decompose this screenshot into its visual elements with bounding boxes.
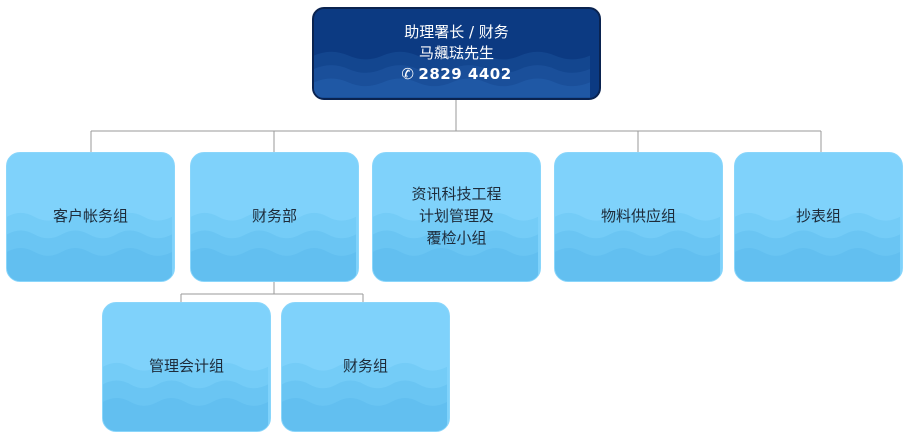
head-box: 助理署长 / 财务 马飆琺先生 ✆2829 4402 (312, 7, 601, 100)
unit-label: 资讯科技工程 计划管理及 覆检小组 (411, 184, 501, 249)
unit-box-customer-accounts: 客户帐务组 (6, 152, 175, 282)
head-phone-line: ✆2829 4402 (401, 64, 511, 85)
phone-icon: ✆ (401, 65, 415, 84)
wave-decoration (282, 362, 448, 431)
unit-box-meter-reading: 抄表组 (734, 152, 903, 282)
wave-decoration (373, 212, 539, 281)
wave-decoration (555, 212, 721, 281)
head-wave-decoration (314, 52, 591, 98)
unit-box-it-projects: 资讯科技工程 计划管理及 覆检小组 (372, 152, 541, 282)
subunit-box-management-accounting: 管理会计组 (102, 302, 271, 432)
unit-label: 客户帐务组 (52, 207, 128, 226)
unit-label: 财务部 (251, 207, 297, 226)
unit-box-supplies: 物料供应组 (554, 152, 723, 282)
wave-decoration (103, 362, 269, 431)
unit-label: 物料供应组 (600, 207, 676, 226)
subunit-box-finance-group: 财务组 (281, 302, 450, 432)
wave-decoration (191, 212, 357, 281)
head-label: 助理署长 / 财务 马飆琺先生 ✆2829 4402 (401, 22, 511, 86)
head-name: 马飆琺先生 (418, 43, 494, 62)
subunit-label: 财务组 (342, 357, 388, 376)
unit-label-line: 计划管理及 (418, 207, 494, 226)
unit-label: 抄表组 (795, 207, 841, 226)
wave-decoration (735, 212, 901, 281)
wave-decoration (7, 212, 173, 281)
unit-label-line: 覆检小组 (426, 228, 487, 247)
head-phone: 2829 4402 (418, 65, 512, 84)
unit-label-line: 资讯科技工程 (411, 185, 502, 204)
head-title: 助理署长 / 财务 (404, 22, 509, 41)
unit-box-finance-dept: 财务部 (190, 152, 359, 282)
subunit-label: 管理会计组 (148, 357, 224, 376)
